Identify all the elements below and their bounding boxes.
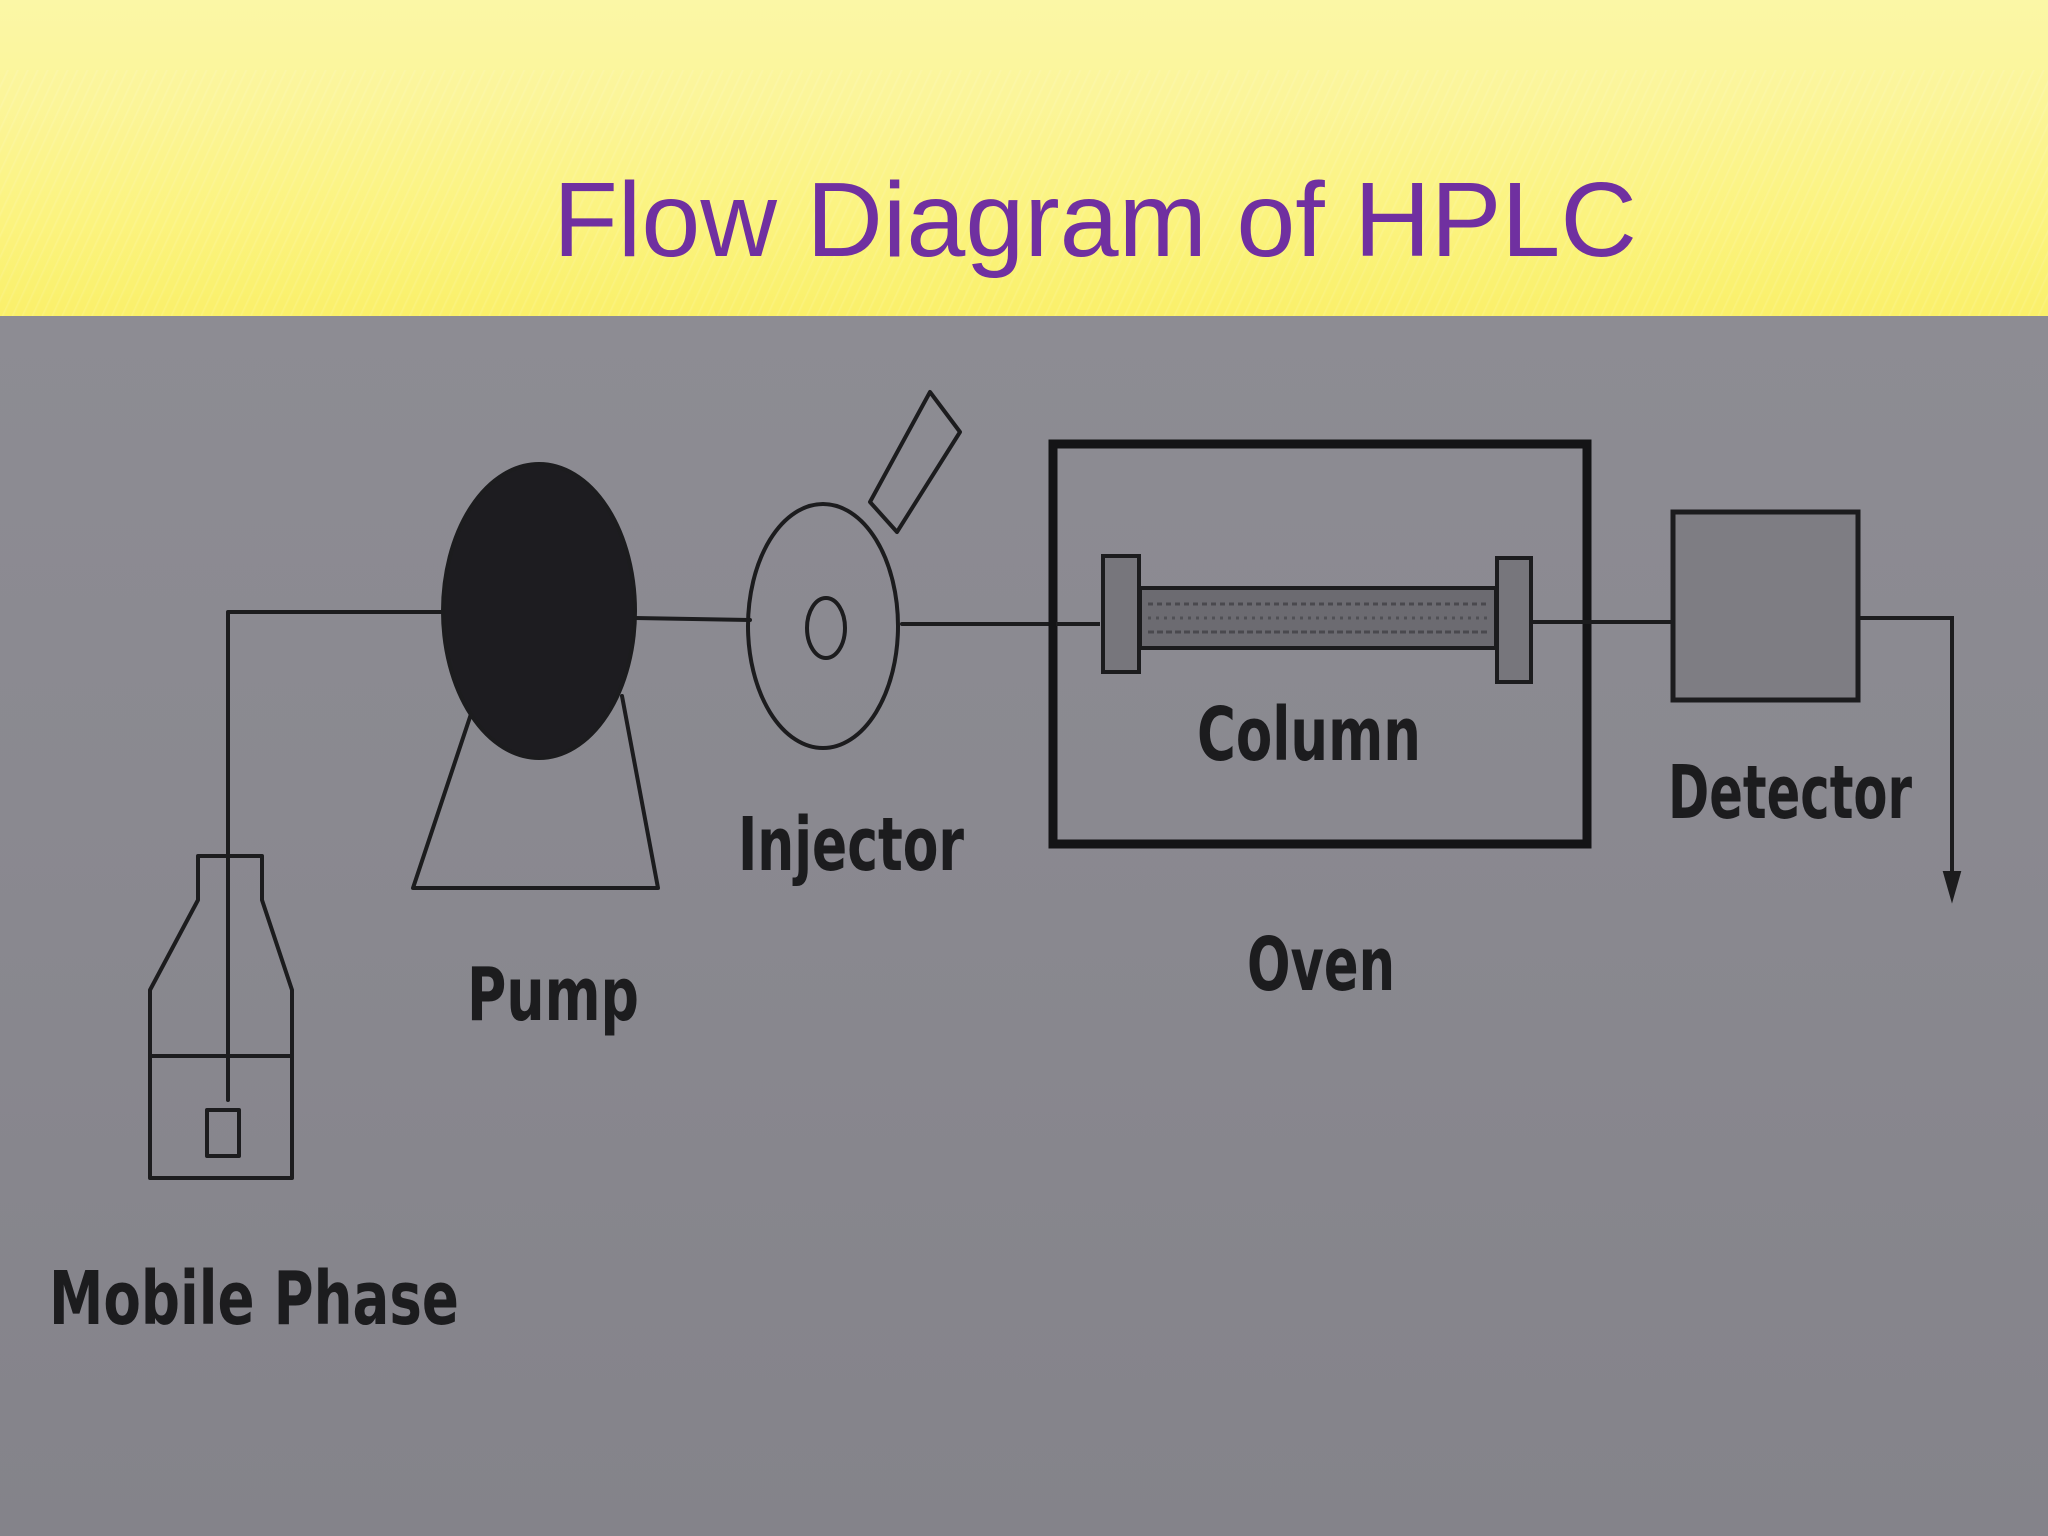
- tube-mobile-to-pump: [226, 610, 444, 1102]
- label-mobile-phase: Mobile Phase: [49, 1256, 459, 1342]
- detector-icon: [1670, 509, 1861, 703]
- label-pump: Pump: [467, 952, 639, 1038]
- label-oven: Oven: [1247, 922, 1395, 1008]
- pump-icon: [441, 462, 637, 760]
- decorative-streaks: [0, 70, 2048, 316]
- title-band: Flow Diagram of HPLC: [0, 0, 2048, 316]
- column-icon: [1056, 554, 1588, 684]
- outlet-arrow: [1858, 616, 1962, 904]
- label-injector: Injector: [738, 802, 964, 888]
- slide-title: Flow Diagram of HPLC: [553, 161, 1637, 279]
- injector-valve: [746, 390, 962, 750]
- label-column: Column: [1197, 692, 1421, 778]
- label-detector: Detector: [1668, 750, 1912, 836]
- mobile-phase-bottle: [148, 854, 294, 1180]
- pump-base: [411, 694, 660, 890]
- tube-pump-to-injector: [630, 616, 752, 622]
- oven-box: [1048, 439, 1592, 849]
